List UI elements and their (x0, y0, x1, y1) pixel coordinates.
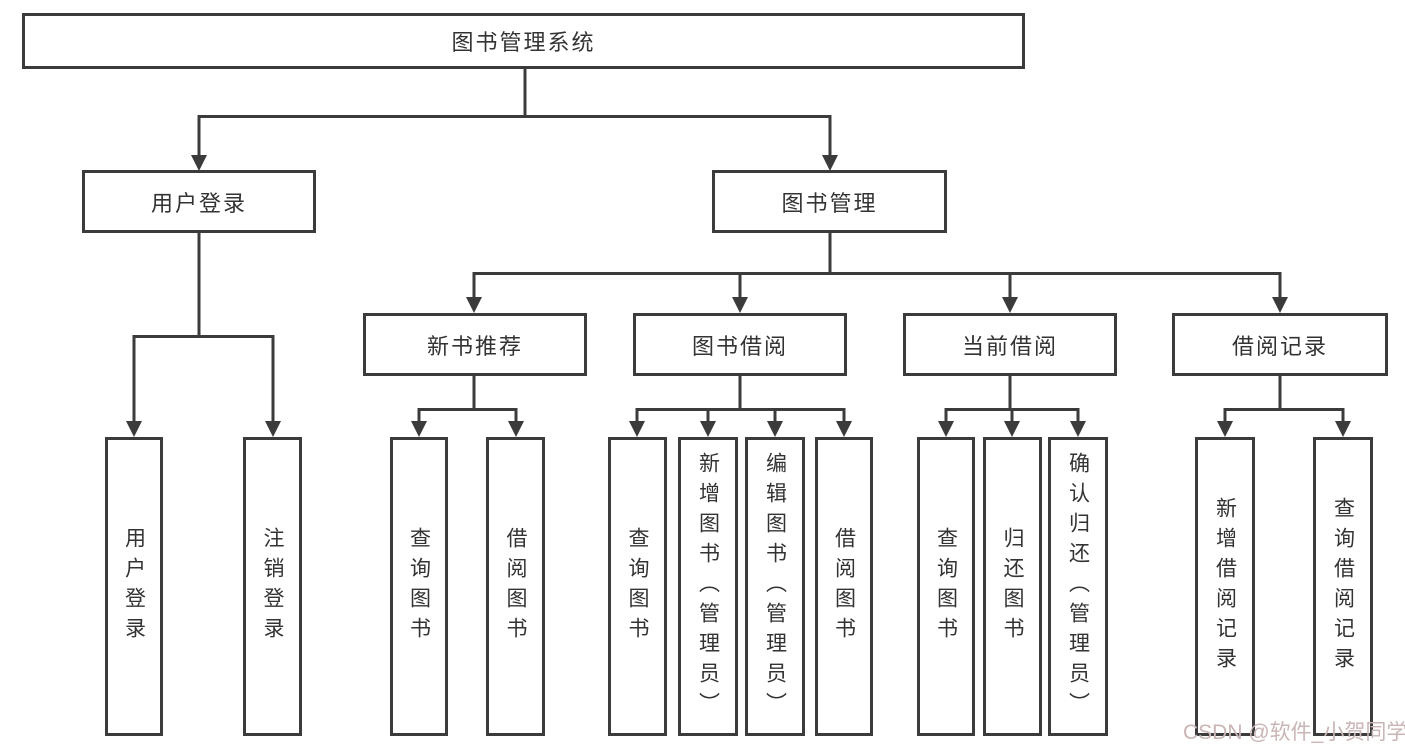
leaf-query-books-3: 查询图书 (917, 437, 975, 736)
arrowheads (126, 155, 1351, 437)
leaf-query-books-2: 查询图书 (608, 437, 667, 736)
node-book-borrow: 图书借阅 (633, 313, 847, 376)
arrowhead-icon (732, 297, 748, 313)
arrowhead-icon (191, 155, 207, 171)
leaf-label: 查询图书 (407, 526, 431, 647)
leaf-label: 借阅图书 (504, 526, 527, 647)
arrowhead-icon (508, 421, 524, 437)
leaf-label: 编辑图书（管理员） (763, 451, 787, 722)
node-user-login: 用户登录 (82, 170, 316, 233)
arrowhead-icon (938, 421, 954, 437)
arrowhead-icon (126, 421, 142, 437)
arrowhead-icon (265, 421, 281, 437)
leaf-add-borrow-record: 新增借阅记录 (1195, 437, 1255, 736)
leaf-label: 查询图书 (626, 526, 649, 647)
leaf-label: 查询图书 (934, 526, 958, 647)
connector-strokes (132, 69, 1345, 422)
leaf-borrow-books-2: 借阅图书 (815, 437, 873, 736)
arrowhead-icon (629, 421, 645, 437)
leaf-label: 用户登录 (122, 526, 146, 647)
leaf-return-books: 归还图书 (983, 437, 1042, 736)
node-borrow-record-label: 借阅记录 (1231, 333, 1328, 359)
leaf-label: 注销登录 (261, 526, 284, 647)
arrowhead-icon (1002, 297, 1018, 313)
leaf-label: 新增图书（管理员） (696, 451, 720, 722)
arrowhead-icon (700, 421, 716, 437)
arrowhead-icon (411, 421, 427, 437)
leaf-label: 借阅图书 (832, 526, 856, 647)
arrowhead-icon (767, 421, 783, 437)
node-current-borrow-label: 当前借阅 (961, 333, 1058, 359)
node-borrow-record: 借阅记录 (1172, 313, 1388, 376)
leaf-edit-books-admin: 编辑图书（管理员） (745, 437, 805, 736)
leaf-user-login: 用户登录 (105, 437, 163, 736)
node-root-label: 图书管理系统 (451, 30, 596, 55)
arrowhead-icon (836, 421, 852, 437)
leaf-query-books-1: 查询图书 (390, 437, 448, 736)
leaf-add-books-admin: 新增图书（管理员） (678, 437, 738, 736)
node-book-management-label: 图书管理 (781, 190, 878, 216)
leaf-label: 归还图书 (1001, 526, 1024, 647)
csdn-watermark: CSDN @软件_小贺同学 (1183, 721, 1405, 744)
leaf-label: 查询借阅记录 (1331, 496, 1355, 677)
node-book-borrow-label: 图书借阅 (691, 333, 788, 359)
arrowhead-icon (1217, 421, 1233, 437)
arrowhead-icon (1335, 421, 1351, 437)
node-new-book-recommend-label: 新书推荐 (426, 333, 523, 359)
arrowhead-icon (466, 297, 482, 313)
node-book-management: 图书管理 (712, 170, 947, 233)
node-root: 图书管理系统 (22, 13, 1025, 69)
node-new-book-recommend: 新书推荐 (363, 313, 587, 376)
leaf-query-borrow-record: 查询借阅记录 (1313, 437, 1373, 736)
arrowhead-icon (1004, 421, 1020, 437)
leaf-logout: 注销登录 (243, 437, 302, 736)
node-current-borrow: 当前借阅 (903, 313, 1117, 376)
node-user-login-label: 用户登录 (150, 190, 247, 216)
leaf-label: 新增借阅记录 (1213, 496, 1237, 677)
arrowhead-icon (822, 155, 838, 171)
leaf-borrow-books-1: 借阅图书 (486, 437, 545, 736)
arrowhead-icon (1272, 297, 1288, 313)
leaf-confirm-return-admin: 确认归还（管理员） (1048, 437, 1108, 736)
leaf-label: 确认归还（管理员） (1066, 451, 1090, 722)
arrowhead-icon (1070, 421, 1086, 437)
